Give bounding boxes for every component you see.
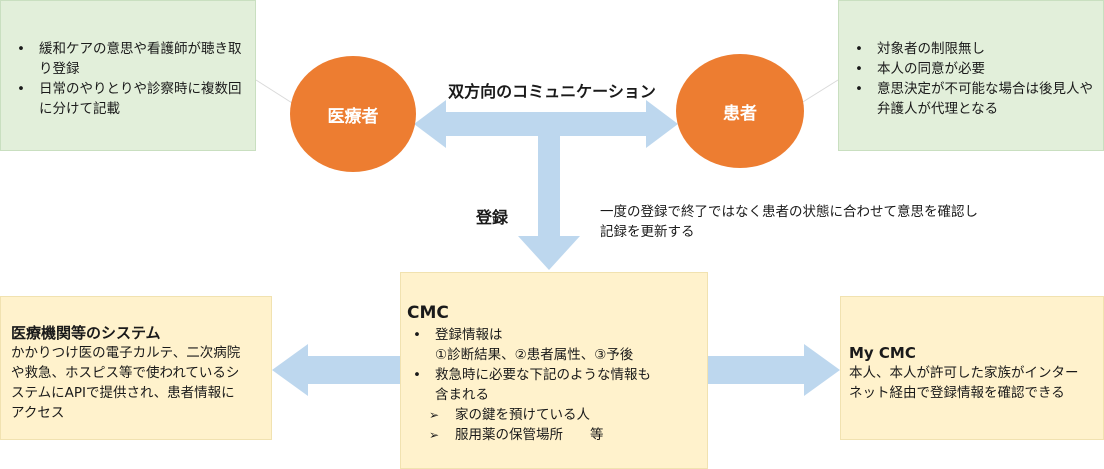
sub-list-item: 服用薬の保管場所 等 — [407, 425, 699, 445]
registration-down-arrow — [518, 136, 580, 270]
medical-systems-line: かかりつけ医の電子カルテ、二次病院 — [11, 345, 241, 361]
cmc-sub-list: 家の鍵を預けている人 服用薬の保管場所 等 — [407, 405, 699, 445]
list-item: 緩和ケアの意思や看護師が聴き取り登録 — [11, 39, 245, 79]
my-cmc-line: ネット経由で登録情報を確認できる — [849, 385, 1065, 401]
medical-systems-title: 医療機関等のシステム — [11, 324, 161, 342]
left-arrow — [272, 344, 400, 396]
cmc-item-line: 登録情報は — [435, 327, 503, 343]
my-cmc-box: My CMC 本人、本人が許可した家族がインター ネット経由で登録情報を確認でき… — [840, 296, 1104, 440]
my-cmc-title: My CMC — [849, 344, 916, 362]
connector-line-right — [797, 79, 839, 106]
top-left-info-box: 緩和ケアの意思や看護師が聴き取り登録 日常のやりとりや診察時に複数回に分けて記載 — [0, 0, 256, 151]
medical-staff-circle: 医療者 — [290, 56, 416, 172]
top-right-list: 対象者の制限無し 本人の同意が必要 意思決定が不可能な場合は後見人や弁護人が代理… — [849, 39, 1093, 119]
list-item: 本人の同意が必要 — [849, 59, 1093, 79]
list-item: 登録情報は ①診断結果、②患者属性、③予後 — [407, 325, 699, 365]
medical-systems-line: ステムにAPIで提供され、患者情報に — [11, 385, 235, 401]
cmc-item-line: ①診断結果、②患者属性、③予後 — [435, 347, 634, 363]
bidirectional-arrow — [414, 100, 678, 148]
top-left-list: 緩和ケアの意思や看護師が聴き取り登録 日常のやりとりや診察時に複数回に分けて記載 — [11, 39, 245, 119]
cmc-box: CMC 登録情報は ①診断結果、②患者属性、③予後 救急時に必要な下記のような情… — [400, 272, 708, 469]
bidirectional-label: 双方向のコミュニケーション — [448, 82, 656, 101]
medical-systems-box: 医療機関等のシステム かかりつけ医の電子カルテ、二次病院 や救急、ホスピス等で使… — [0, 296, 272, 440]
top-right-info-box: 対象者の制限無し 本人の同意が必要 意思決定が不可能な場合は後見人や弁護人が代理… — [838, 0, 1104, 151]
update-note: 一度の登録で終了ではなく患者の状態に合わせて意思を確認し 記録を更新する — [600, 202, 1040, 242]
note-line: 記録を更新する — [600, 224, 695, 240]
medical-staff-label: 医療者 — [327, 106, 379, 127]
patient-label: 患者 — [723, 103, 757, 124]
list-item: 日常のやりとりや診察時に複数回に分けて記載 — [11, 79, 245, 119]
registration-label: 登録 — [476, 208, 509, 227]
cmc-list: 登録情報は ①診断結果、②患者属性、③予後 救急時に必要な下記のような情報も 含… — [407, 325, 699, 405]
sub-list-item: 家の鍵を預けている人 — [407, 405, 699, 425]
right-arrow — [708, 344, 840, 396]
list-item: 救急時に必要な下記のような情報も 含まれる — [407, 365, 699, 405]
list-item: 対象者の制限無し — [849, 39, 1093, 59]
my-cmc-line: 本人、本人が許可した家族がインター — [849, 365, 1079, 381]
list-item: 意思決定が不可能な場合は後見人や弁護人が代理となる — [849, 79, 1093, 119]
medical-systems-line: や救急、ホスピス等で使われているシ — [11, 365, 240, 381]
cmc-item-line: 救急時に必要な下記のような情報も — [435, 367, 651, 383]
medical-systems-line: アクセス — [11, 405, 65, 421]
patient-circle: 患者 — [676, 54, 804, 168]
cmc-item-line: 含まれる — [435, 387, 489, 403]
note-line: 一度の登録で終了ではなく患者の状態に合わせて意思を確認し — [600, 204, 978, 220]
cmc-title: CMC — [407, 303, 449, 323]
